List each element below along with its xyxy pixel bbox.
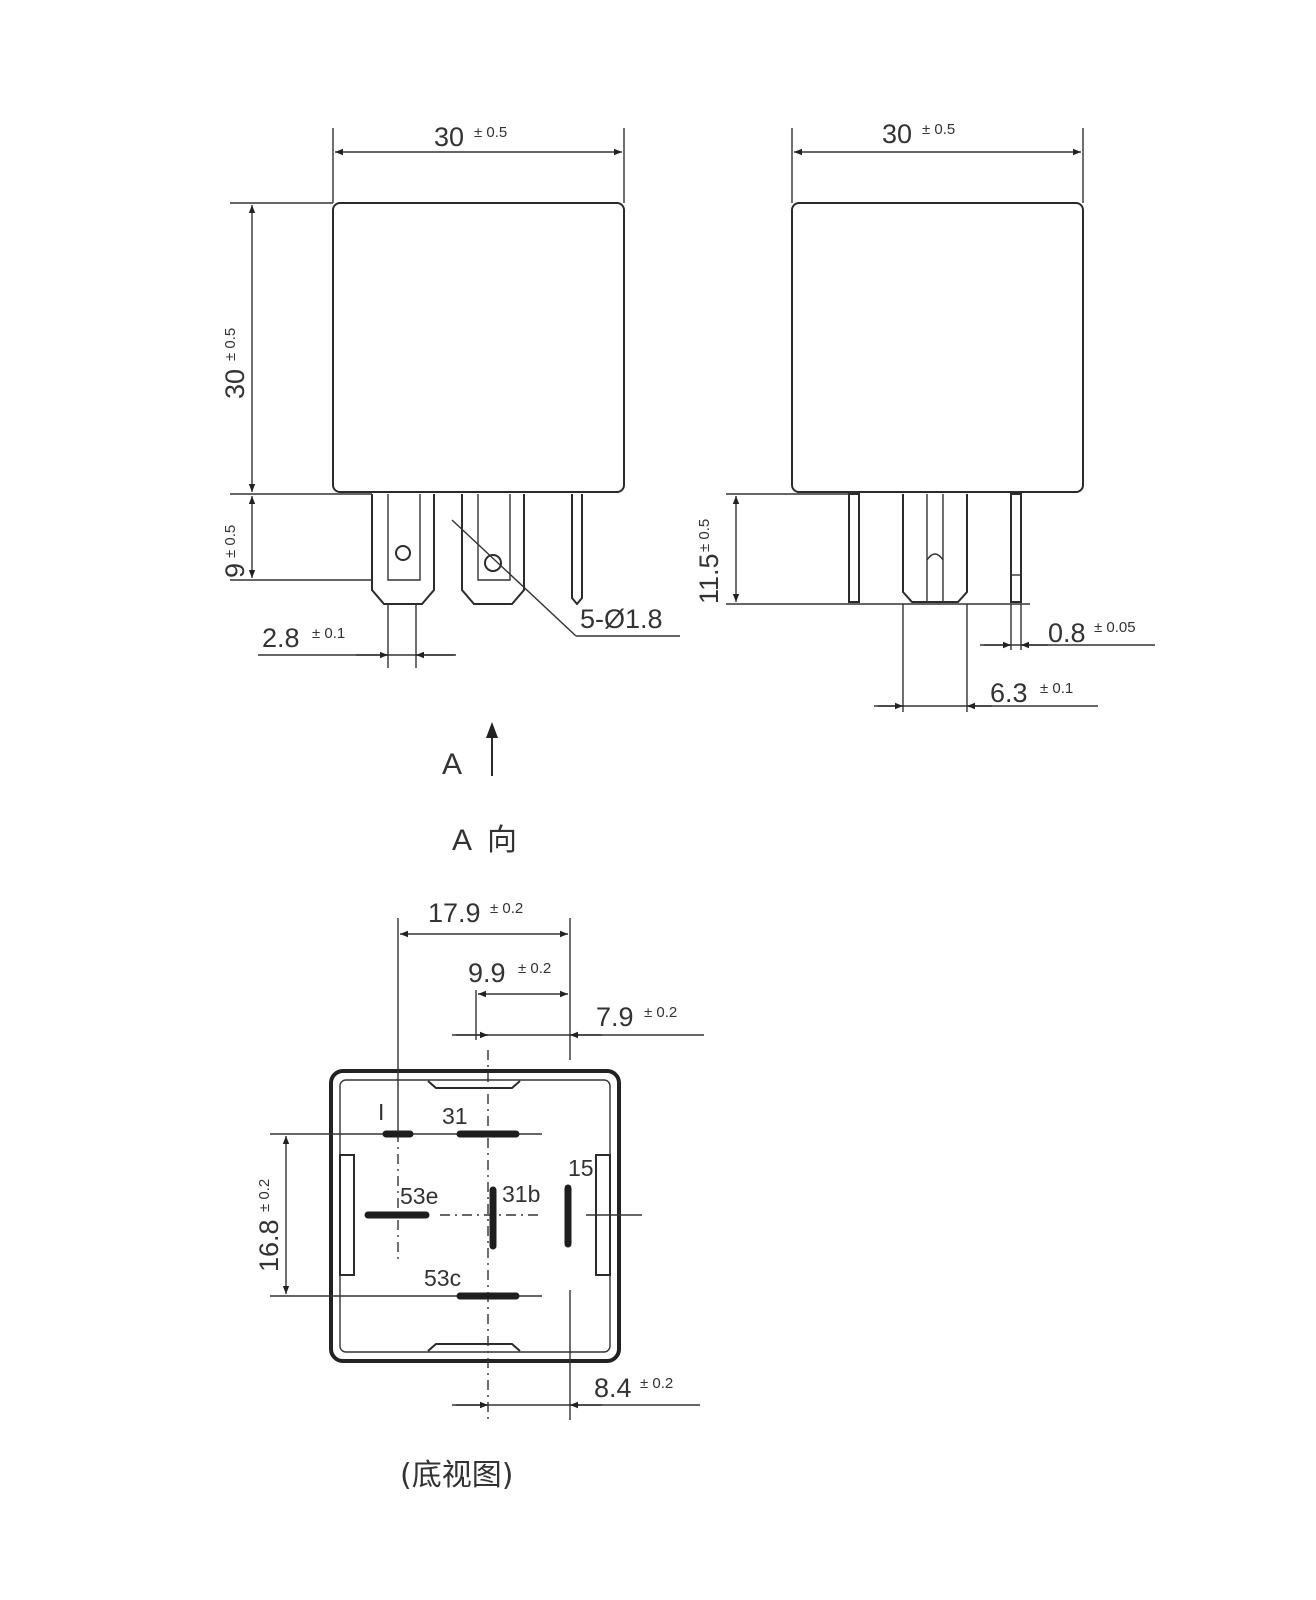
front-height-value: 30 (220, 369, 250, 399)
view-a-char: 向 (487, 823, 517, 858)
front-pin-width-tolerance: ± 0.1 (312, 625, 345, 642)
pin-label-53e: 53e (400, 1183, 438, 1209)
side-pin-center (902, 494, 968, 603)
side-pin-thickness-value: 0.8 (1048, 618, 1086, 648)
dim-16-8-tolerance: ± 0.2 (256, 1179, 273, 1212)
side-width-tolerance: ± 0.5 (922, 121, 955, 138)
side-pin-length-value: 11.5 (694, 553, 724, 604)
front-view: 30 ± 0.5 30 ± 0.5 9 ± 0.5 5-Ø1.8 (220, 122, 680, 668)
side-pin-right (1010, 493, 1022, 603)
bottom-view-outline (329, 1069, 621, 1363)
bottom-bottom-lip (427, 1343, 521, 1352)
side-width-value: 30 (882, 119, 912, 149)
front-pin-length-value: 9 (220, 563, 250, 578)
front-middle-pin (461, 494, 525, 605)
dim-7-9-tolerance: ± 0.2 (644, 1004, 677, 1021)
side-pin-left (848, 493, 860, 603)
view-arrow: A (442, 722, 498, 781)
bottom-view-caption: (底视图) (400, 1458, 513, 1493)
side-pin-spacing-value: 6.3 (990, 678, 1028, 708)
pin-label-31b: 31b (502, 1181, 540, 1207)
pin-label-31: 31 (442, 1103, 468, 1129)
side-view-body (791, 202, 1084, 493)
pin-label-53c: 53c (424, 1265, 461, 1291)
front-pin-length-tolerance: ± 0.5 (222, 525, 239, 558)
front-pin-width-value: 2.8 (262, 623, 300, 653)
front-middle-pin-hole (484, 554, 502, 572)
dim-17-9-value: 17.9 (428, 898, 481, 928)
side-pin-length-tolerance: ± 0.5 (696, 519, 713, 552)
side-view: 30 ± 0.5 11.5 ± 0.5 0.8 ± 0.05 6 (694, 119, 1155, 712)
dim-8-4-value: 8.4 (594, 1373, 632, 1403)
view-a-letter: A (452, 824, 472, 857)
dim-9-9-tolerance: ± 0.2 (518, 960, 551, 977)
side-pin-spacing-tolerance: ± 0.1 (1040, 680, 1073, 697)
view-arrow-label: A (442, 748, 462, 781)
front-left-pin (371, 494, 435, 605)
dim-16-8-value: 16.8 (254, 1219, 284, 1272)
dim-7-9-value: 7.9 (596, 1002, 634, 1032)
front-width-tolerance: ± 0.5 (474, 124, 507, 141)
hole-leader (451, 519, 577, 637)
side-pin-thickness-tolerance: ± 0.05 (1094, 619, 1136, 636)
dim-17-9-tolerance: ± 0.2 (490, 900, 523, 917)
hole-note: 5-Ø1.8 (580, 604, 663, 634)
pin-label-I: I (378, 1099, 384, 1125)
dim-8-4-tolerance: ± 0.2 (640, 1375, 673, 1392)
dim-9-9-value: 9.9 (468, 958, 506, 988)
front-height-tolerance: ± 0.5 (222, 328, 239, 361)
view-a-title: A 向 (452, 823, 517, 858)
front-width-value: 30 (434, 122, 464, 152)
bottom-view: I 31 15 53e 31b 53c 17.9 ± 0.2 9.9 ± 0.2… (254, 898, 704, 1493)
front-view-body (332, 202, 625, 493)
bottom-top-lip (427, 1080, 521, 1089)
bottom-left-slot (339, 1154, 355, 1276)
pin-label-15: 15 (568, 1155, 594, 1181)
front-right-pin (571, 494, 583, 606)
front-left-pin-hole (395, 545, 411, 561)
